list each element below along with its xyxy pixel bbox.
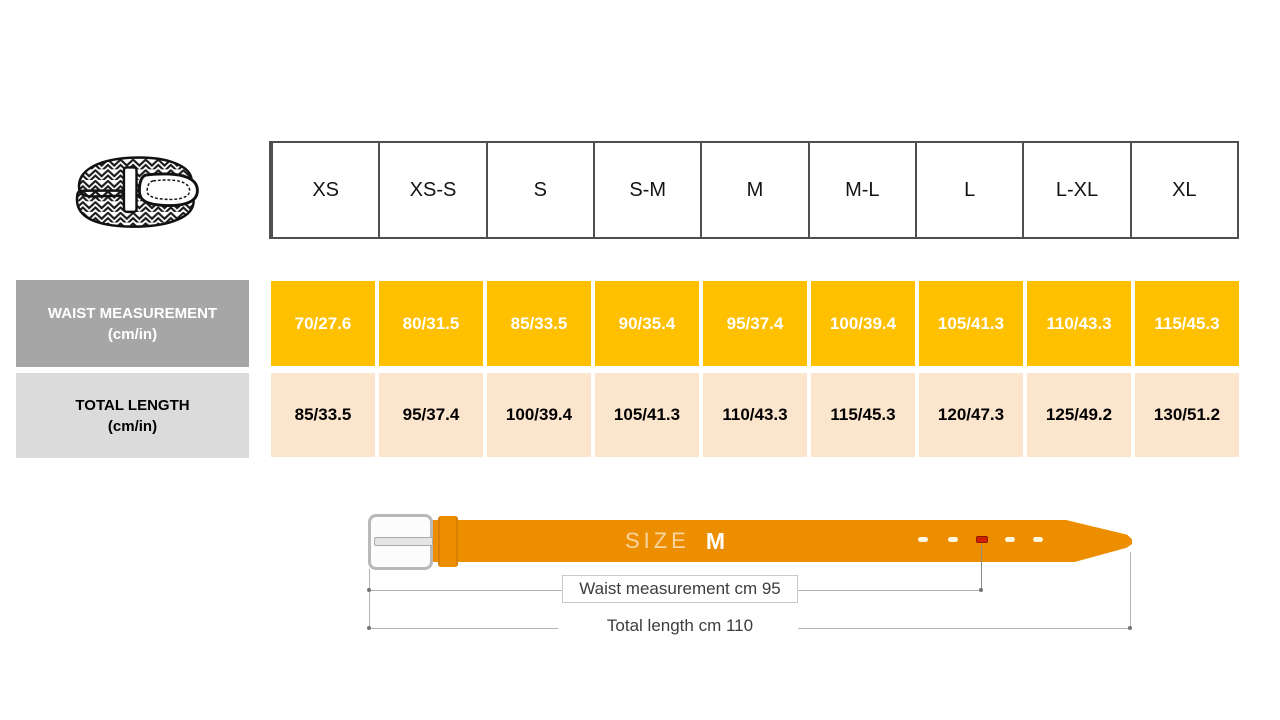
size-header-cell: XS xyxy=(271,143,378,237)
belt-hole xyxy=(918,537,928,542)
total-length-value-cell: 105/41.3 xyxy=(595,373,699,457)
waist-measurement-value-cell: 100/39.4 xyxy=(811,281,915,366)
dimension-endpoint-dot xyxy=(979,588,983,592)
size-header-cell: XL xyxy=(1129,143,1237,237)
size-header-cell: L xyxy=(915,143,1022,237)
braided-belt-illustration xyxy=(75,156,199,228)
total-length-value-cell: 120/47.3 xyxy=(919,373,1023,457)
waist-measurement-value-cell: 95/37.4 xyxy=(703,281,807,366)
total-length-annotation: Total length cm 110 xyxy=(580,616,780,636)
size-value: M xyxy=(705,527,726,554)
selected-hole-guide-line xyxy=(981,545,982,590)
waist-measurement-value-cell: 90/35.4 xyxy=(595,281,699,366)
size-header-cell: XS-S xyxy=(378,143,485,237)
tip-guide-line xyxy=(1130,552,1131,629)
waist-measurement-unit-text: (cm/in) xyxy=(107,325,158,343)
size-header-cell: S xyxy=(485,143,593,237)
total-length-value-cell: 110/43.3 xyxy=(703,373,807,457)
belt-strap-tip xyxy=(1066,520,1132,562)
waist-dimension-line-left xyxy=(369,590,562,591)
waist-measurement-value-cell: 115/45.3 xyxy=(1135,281,1239,366)
total-length-value-cell: 95/37.4 xyxy=(379,373,483,457)
waist-measurement-value-cell: 105/41.3 xyxy=(919,281,1023,366)
buckle-guide-line xyxy=(369,569,370,629)
waist-measurement-row-label: WAIST MEASUREMENT (cm/in) xyxy=(16,280,249,367)
waist-measurement-label-text: WAIST MEASUREMENT xyxy=(47,304,218,322)
size-header-cell: M-L xyxy=(807,143,915,237)
belt-strap xyxy=(433,520,1067,562)
waist-measurement-value-cell: 80/31.5 xyxy=(379,281,483,366)
waist-dimension-line-right xyxy=(798,590,981,591)
waist-measurement-value-cell: 85/33.5 xyxy=(487,281,591,366)
size-header-row: XS XS-S S S-M M M-L L L-XL XL xyxy=(269,141,1239,239)
size-header-cell: S-M xyxy=(593,143,700,237)
total-length-values-row: 85/33.5 95/37.4 100/39.4 105/41.3 110/43… xyxy=(271,373,1239,457)
belt-size-text: SIZE M xyxy=(540,520,810,562)
total-length-unit-text: (cm/in) xyxy=(107,417,158,435)
size-label: SIZE xyxy=(624,528,690,553)
total-length-value-cell: 115/45.3 xyxy=(811,373,915,457)
total-length-label-text: TOTAL LENGTH xyxy=(75,396,190,414)
total-length-value-cell: 130/51.2 xyxy=(1135,373,1239,457)
belt-hole xyxy=(1005,537,1015,542)
total-length-value-cell: 85/33.5 xyxy=(271,373,375,457)
total-length-row-label: TOTAL LENGTH (cm/in) xyxy=(16,373,249,458)
belt-hole xyxy=(1033,537,1043,542)
waist-measurement-values-row: 70/27.6 80/31.5 85/33.5 90/35.4 95/37.4 … xyxy=(271,281,1239,366)
length-dimension-line-right xyxy=(798,628,1130,629)
size-header-cell: L-XL xyxy=(1022,143,1129,237)
dimension-endpoint-dot xyxy=(367,588,371,592)
waist-measurement-value-cell: 70/27.6 xyxy=(271,281,375,366)
belt-keeper-loop xyxy=(438,516,458,567)
length-dimension-line-left xyxy=(369,628,558,629)
total-length-value-cell: 125/49.2 xyxy=(1027,373,1131,457)
waist-measurement-annotation: Waist measurement cm 95 xyxy=(562,575,798,603)
belt-buckle-prong xyxy=(374,537,433,546)
waist-measurement-value-cell: 110/43.3 xyxy=(1027,281,1131,366)
size-header-cell: M xyxy=(700,143,807,237)
dimension-endpoint-dot xyxy=(1128,626,1132,630)
belt-hole-selected xyxy=(976,536,988,543)
dimension-endpoint-dot xyxy=(367,626,371,630)
belt-hole xyxy=(948,537,958,542)
total-length-value-cell: 100/39.4 xyxy=(487,373,591,457)
